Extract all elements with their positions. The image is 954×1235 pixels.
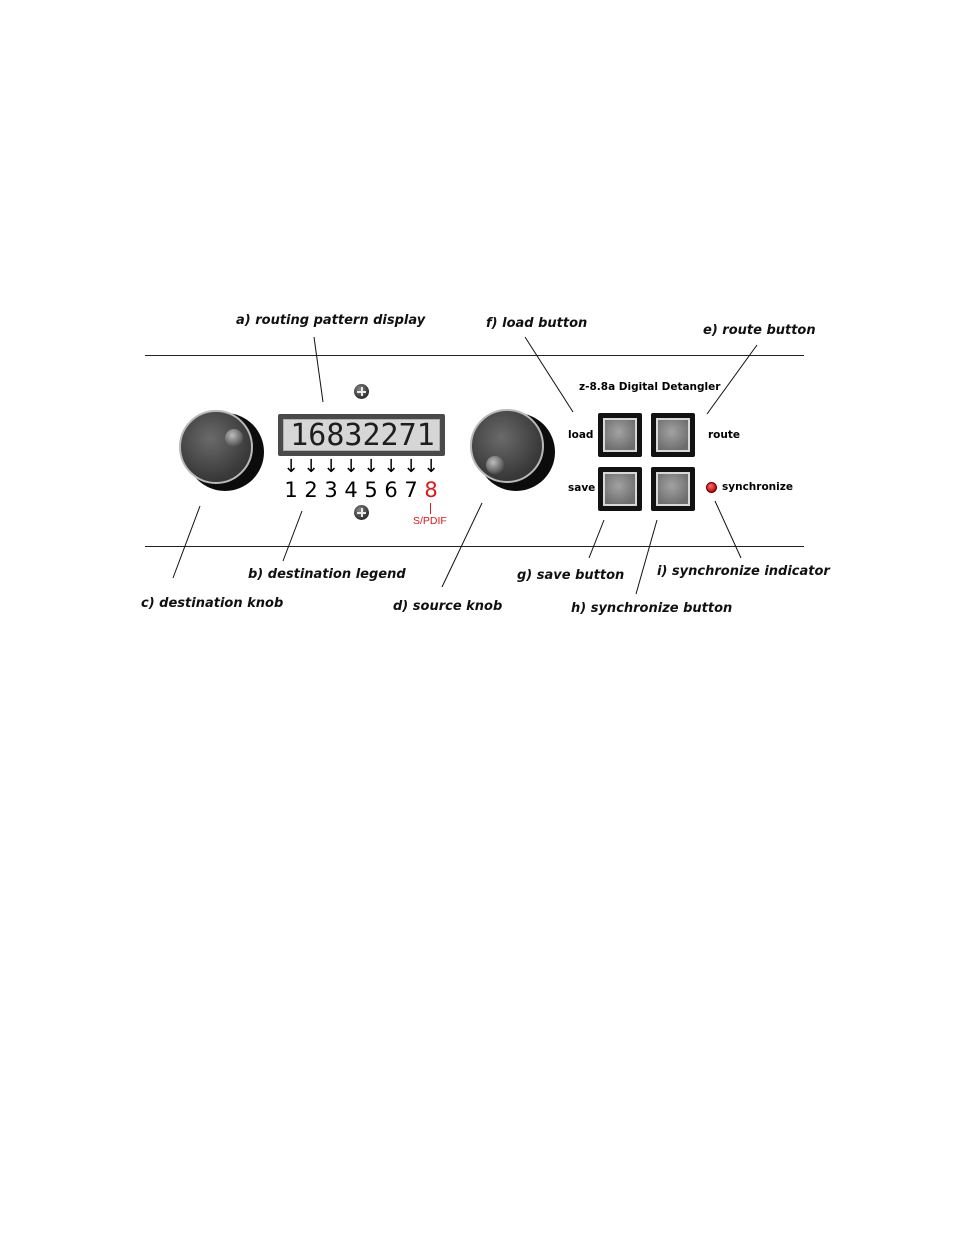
callout-load-button: f) load button xyxy=(486,316,588,331)
leader-g xyxy=(588,519,605,559)
bottom-screw-icon xyxy=(354,505,369,520)
routing-pattern-screen: 16832271 xyxy=(283,419,440,451)
save-label: save xyxy=(568,482,596,494)
callout-synchronize-indicator: i) synchronize indicator xyxy=(657,564,830,579)
callout-route-button: e) route button xyxy=(703,323,816,338)
callout-source-knob: d) source knob xyxy=(393,599,503,614)
synchronize-button[interactable] xyxy=(651,467,695,511)
legend-item-7: ↓ 7 xyxy=(401,456,421,503)
legend-item-6: ↓ 6 xyxy=(381,456,401,503)
legend-number: 3 xyxy=(324,478,338,502)
down-arrow-icon: ↓ xyxy=(343,456,359,477)
leader-b xyxy=(282,510,303,562)
callout-destination-legend: b) destination legend xyxy=(248,567,406,582)
destination-legend: ↓ 1 ↓ 2 ↓ 3 ↓ 4 ↓ 5 ↓ 6 ↓ 7 ↓ 8 xyxy=(281,456,441,503)
leader-h xyxy=(635,519,658,595)
legend-number: 4 xyxy=(344,478,358,502)
spdif-label: S/PDIF xyxy=(413,515,447,527)
legend-number: 2 xyxy=(304,478,318,502)
legend-number: 5 xyxy=(364,478,378,502)
spdif-tick xyxy=(430,503,431,514)
route-button[interactable] xyxy=(651,413,695,457)
callout-synchronize-button: h) synchronize button xyxy=(571,601,733,616)
routing-pattern-value: 16832271 xyxy=(290,418,435,453)
route-label: route xyxy=(708,429,741,441)
save-button[interactable] xyxy=(598,467,642,511)
top-screw-icon xyxy=(354,384,369,399)
source-knob[interactable] xyxy=(470,409,544,483)
legend-number: 7 xyxy=(404,478,418,502)
legend-number: 6 xyxy=(384,478,398,502)
destination-knob-dimple xyxy=(225,429,243,447)
route-button-face xyxy=(656,418,690,452)
legend-item-1: ↓ 1 xyxy=(281,456,301,503)
save-button-face xyxy=(603,472,637,506)
down-arrow-icon: ↓ xyxy=(323,456,339,477)
leader-f xyxy=(524,336,574,413)
legend-item-5: ↓ 5 xyxy=(361,456,381,503)
callout-destination-knob: c) destination knob xyxy=(141,596,284,611)
callout-save-button: g) save button xyxy=(517,568,625,583)
synchronize-button-face xyxy=(656,472,690,506)
synchronize-indicator-led xyxy=(706,482,717,493)
down-arrow-icon: ↓ xyxy=(383,456,399,477)
panel-top-edge xyxy=(145,355,804,356)
legend-item-8: ↓ 8 xyxy=(421,456,441,503)
leader-a xyxy=(313,336,324,403)
legend-item-4: ↓ 4 xyxy=(341,456,361,503)
synchronize-label: synchronize xyxy=(722,481,793,493)
down-arrow-icon: ↓ xyxy=(423,456,439,477)
load-button[interactable] xyxy=(598,413,642,457)
leader-i xyxy=(714,500,742,559)
leader-c xyxy=(172,505,201,579)
down-arrow-icon: ↓ xyxy=(403,456,419,477)
legend-number: 8 xyxy=(424,478,438,502)
leader-e xyxy=(706,344,758,415)
legend-number: 1 xyxy=(284,478,298,502)
legend-item-2: ↓ 2 xyxy=(301,456,321,503)
destination-knob[interactable] xyxy=(179,410,253,484)
legend-item-3: ↓ 3 xyxy=(321,456,341,503)
load-label: load xyxy=(568,429,594,441)
down-arrow-icon: ↓ xyxy=(283,456,299,477)
panel-bottom-edge xyxy=(145,546,804,547)
source-knob-dimple xyxy=(486,456,504,474)
down-arrow-icon: ↓ xyxy=(363,456,379,477)
load-button-face xyxy=(603,418,637,452)
leader-d xyxy=(441,502,483,588)
down-arrow-icon: ↓ xyxy=(303,456,319,477)
callout-routing-pattern-display: a) routing pattern display xyxy=(236,313,426,328)
routing-pattern-display: 16832271 xyxy=(278,414,445,456)
panel-title: z-8.8a Digital Detangler xyxy=(579,381,721,393)
